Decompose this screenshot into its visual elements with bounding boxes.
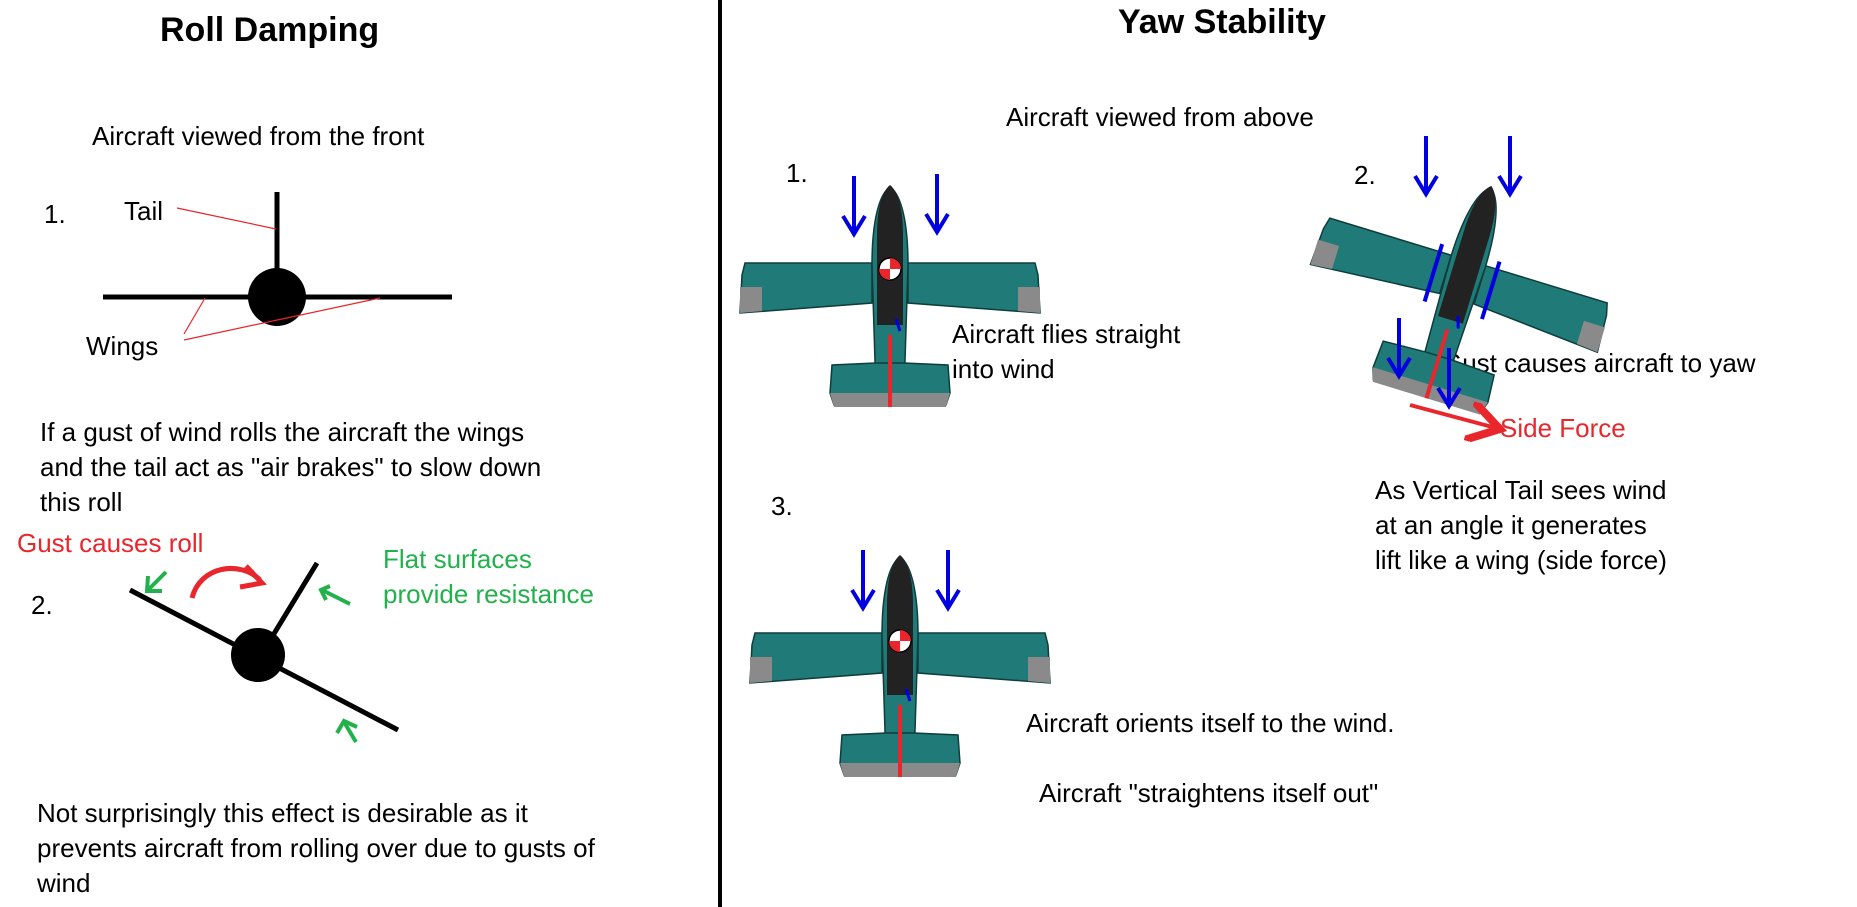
leader-lines [176, 207, 381, 341]
yaw-subtitle: Aircraft viewed from above [1006, 102, 1314, 132]
yaw-stability-title: Yaw Stability [1118, 3, 1326, 41]
vertical-tail-line-2: at an angle it generates [1375, 510, 1647, 540]
roll-step-2: 2. [31, 590, 53, 620]
side-force-arrow-icon [1409, 405, 1496, 428]
side-force-label: Side Force [1500, 413, 1626, 443]
roll-arrow-icon [189, 564, 267, 599]
top-view-aircraft-3 [748, 553, 1052, 779]
roll-conclusion-line-3: wind [37, 868, 91, 898]
straightens-out-label: Aircraft "straightens itself out" [1039, 778, 1379, 808]
roll-paragraph-line-1: If a gust of wind rolls the aircraft the… [40, 417, 525, 447]
yaw-step-3: 3. [771, 491, 793, 521]
gust-causes-yaw-label: Gust causes aircraft to yaw [1442, 348, 1756, 378]
roll-paragraph-line-2: and the tail act as "air brakes" to slow… [40, 452, 542, 482]
yaw-step-1: 1. [786, 158, 808, 188]
front-view-aircraft-rolled [128, 561, 400, 733]
flat-surfaces-line-1: Flat surfaces [383, 544, 532, 574]
flat-surfaces-line-2: provide resistance [383, 579, 594, 609]
top-view-aircraft-1 [738, 183, 1042, 409]
roll-subtitle: Aircraft viewed from the front [92, 121, 425, 151]
vertical-tail-line-1: As Vertical Tail sees wind [1375, 475, 1667, 505]
vertical-tail-line-3: lift like a wing (side force) [1375, 545, 1667, 575]
straight-into-wind-line-1: Aircraft flies straight [952, 319, 1181, 349]
straight-into-wind-line-2: into wind [952, 354, 1055, 384]
roll-conclusion-line-1: Not surprisingly this effect is desirabl… [37, 798, 528, 828]
roll-paragraph-line-3: this roll [40, 487, 123, 517]
yaw-step-2: 2. [1354, 160, 1376, 190]
wings-label: Wings [86, 331, 159, 361]
top-view-aircraft-yawed [1280, 140, 1637, 445]
resistance-arrow-icon [144, 570, 358, 744]
orients-to-wind-label: Aircraft orients itself to the wind. [1026, 708, 1395, 738]
roll-damping-title: Roll Damping [160, 11, 380, 49]
roll-step-1: 1. [44, 199, 66, 229]
gust-causes-roll-label: Gust causes roll [17, 528, 204, 558]
section-divider [718, 0, 722, 907]
front-view-aircraft-1 [103, 192, 452, 326]
tail-label: Tail [124, 196, 164, 226]
roll-conclusion-line-2: prevents aircraft from rolling over due … [37, 833, 595, 863]
